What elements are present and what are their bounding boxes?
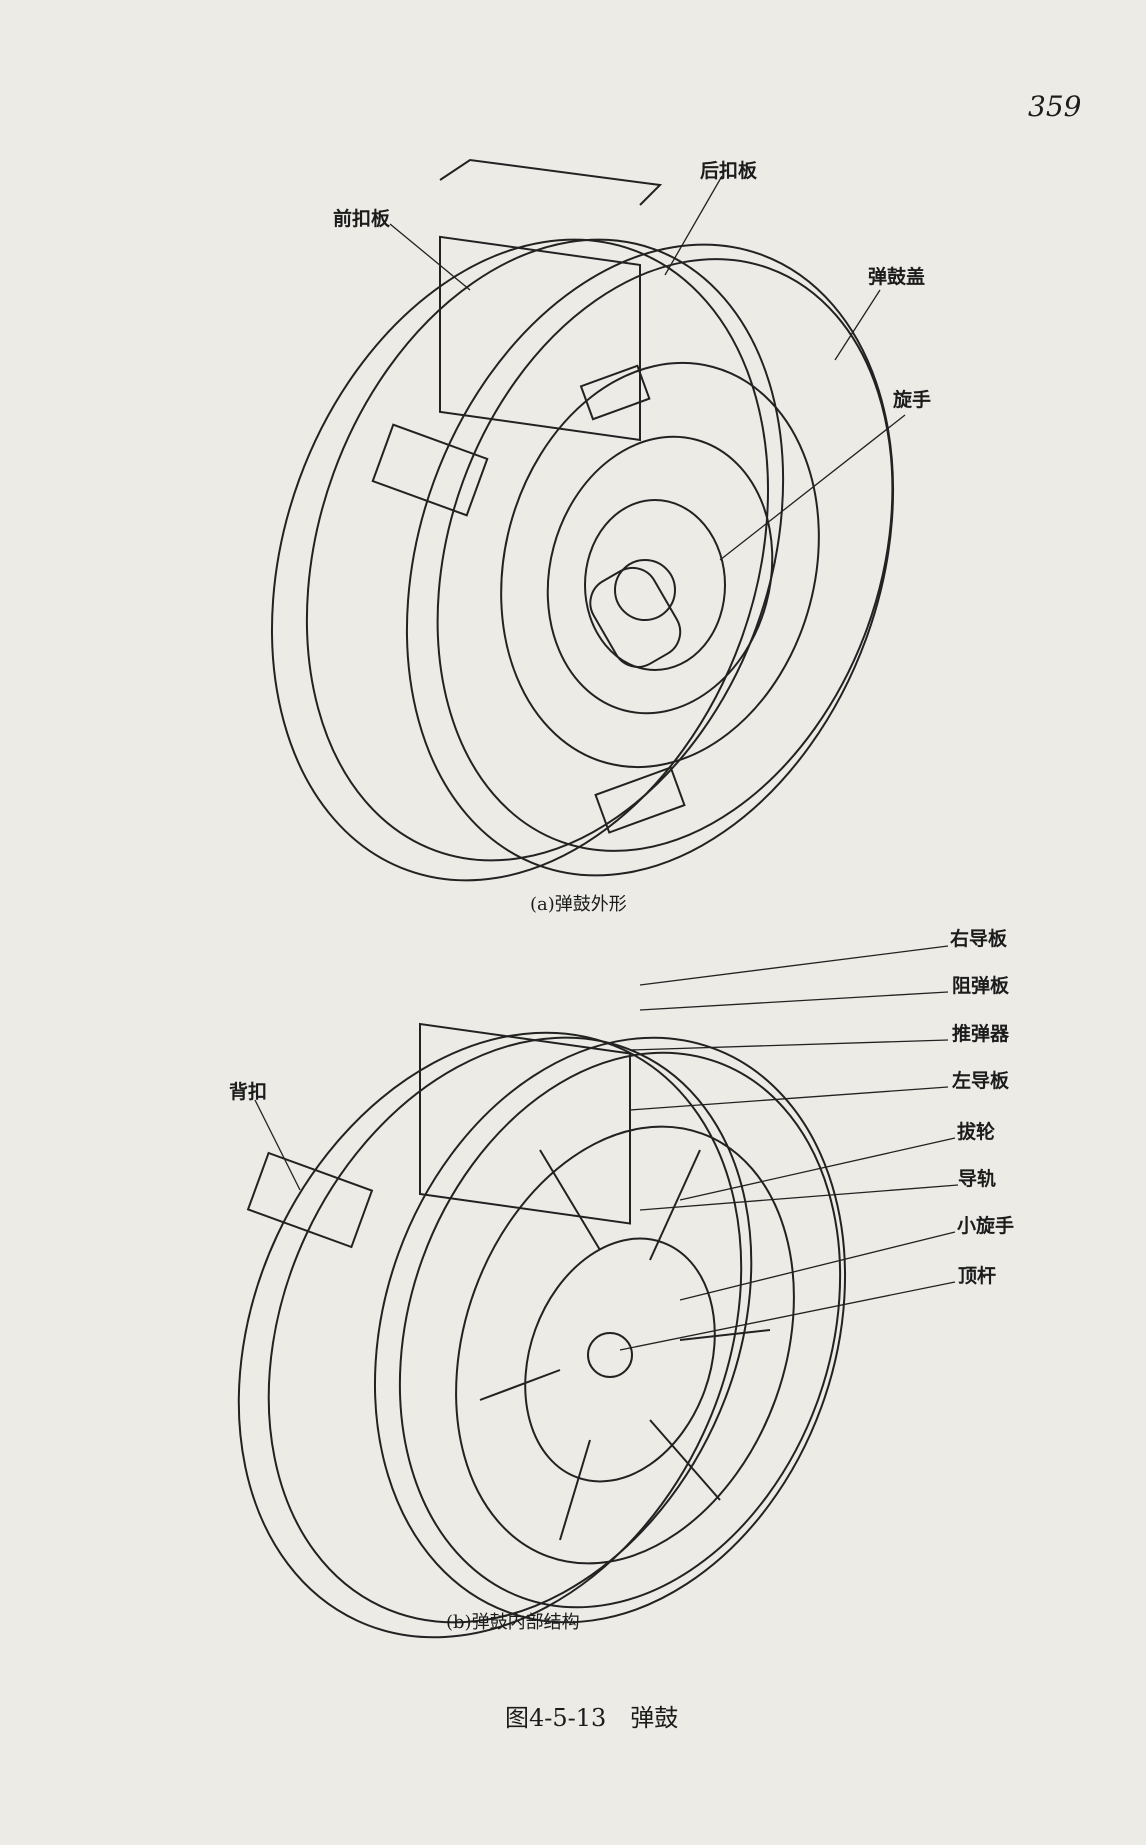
figure-title: 图4-5-13 弹鼓 <box>505 1704 679 1732</box>
drum-interior-drawing <box>237 1022 847 1639</box>
label-pusher: 推弹器 <box>952 1023 1010 1045</box>
caption-b: (b)弹鼓内部结构 <box>446 1612 580 1633</box>
label-dial-wheel: 拔轮 <box>957 1121 996 1143</box>
label-back-buckle: 背扣 <box>229 1081 268 1103</box>
drum-exterior-drawing <box>271 158 895 882</box>
label-guide-rail: 导轨 <box>958 1168 997 1190</box>
page-number: 359 <box>1028 90 1082 123</box>
leader-lines <box>254 175 959 1351</box>
label-right-guide: 右导板 <box>950 928 1008 950</box>
label-small-key: 小旋手 <box>957 1215 1015 1237</box>
label-drum-cover: 弹鼓盖 <box>868 266 926 288</box>
label-rear-plate: 后扣板 <box>700 160 758 182</box>
caption-a: (a)弹鼓外形 <box>530 894 627 915</box>
label-stop-plate: 阻弹板 <box>952 975 1010 997</box>
label-winding-key: 旋手 <box>893 389 932 411</box>
label-front-plate: 前扣板 <box>333 208 391 230</box>
label-ejector-rod: 顶杆 <box>958 1265 997 1287</box>
label-left-guide: 左导板 <box>952 1070 1010 1092</box>
